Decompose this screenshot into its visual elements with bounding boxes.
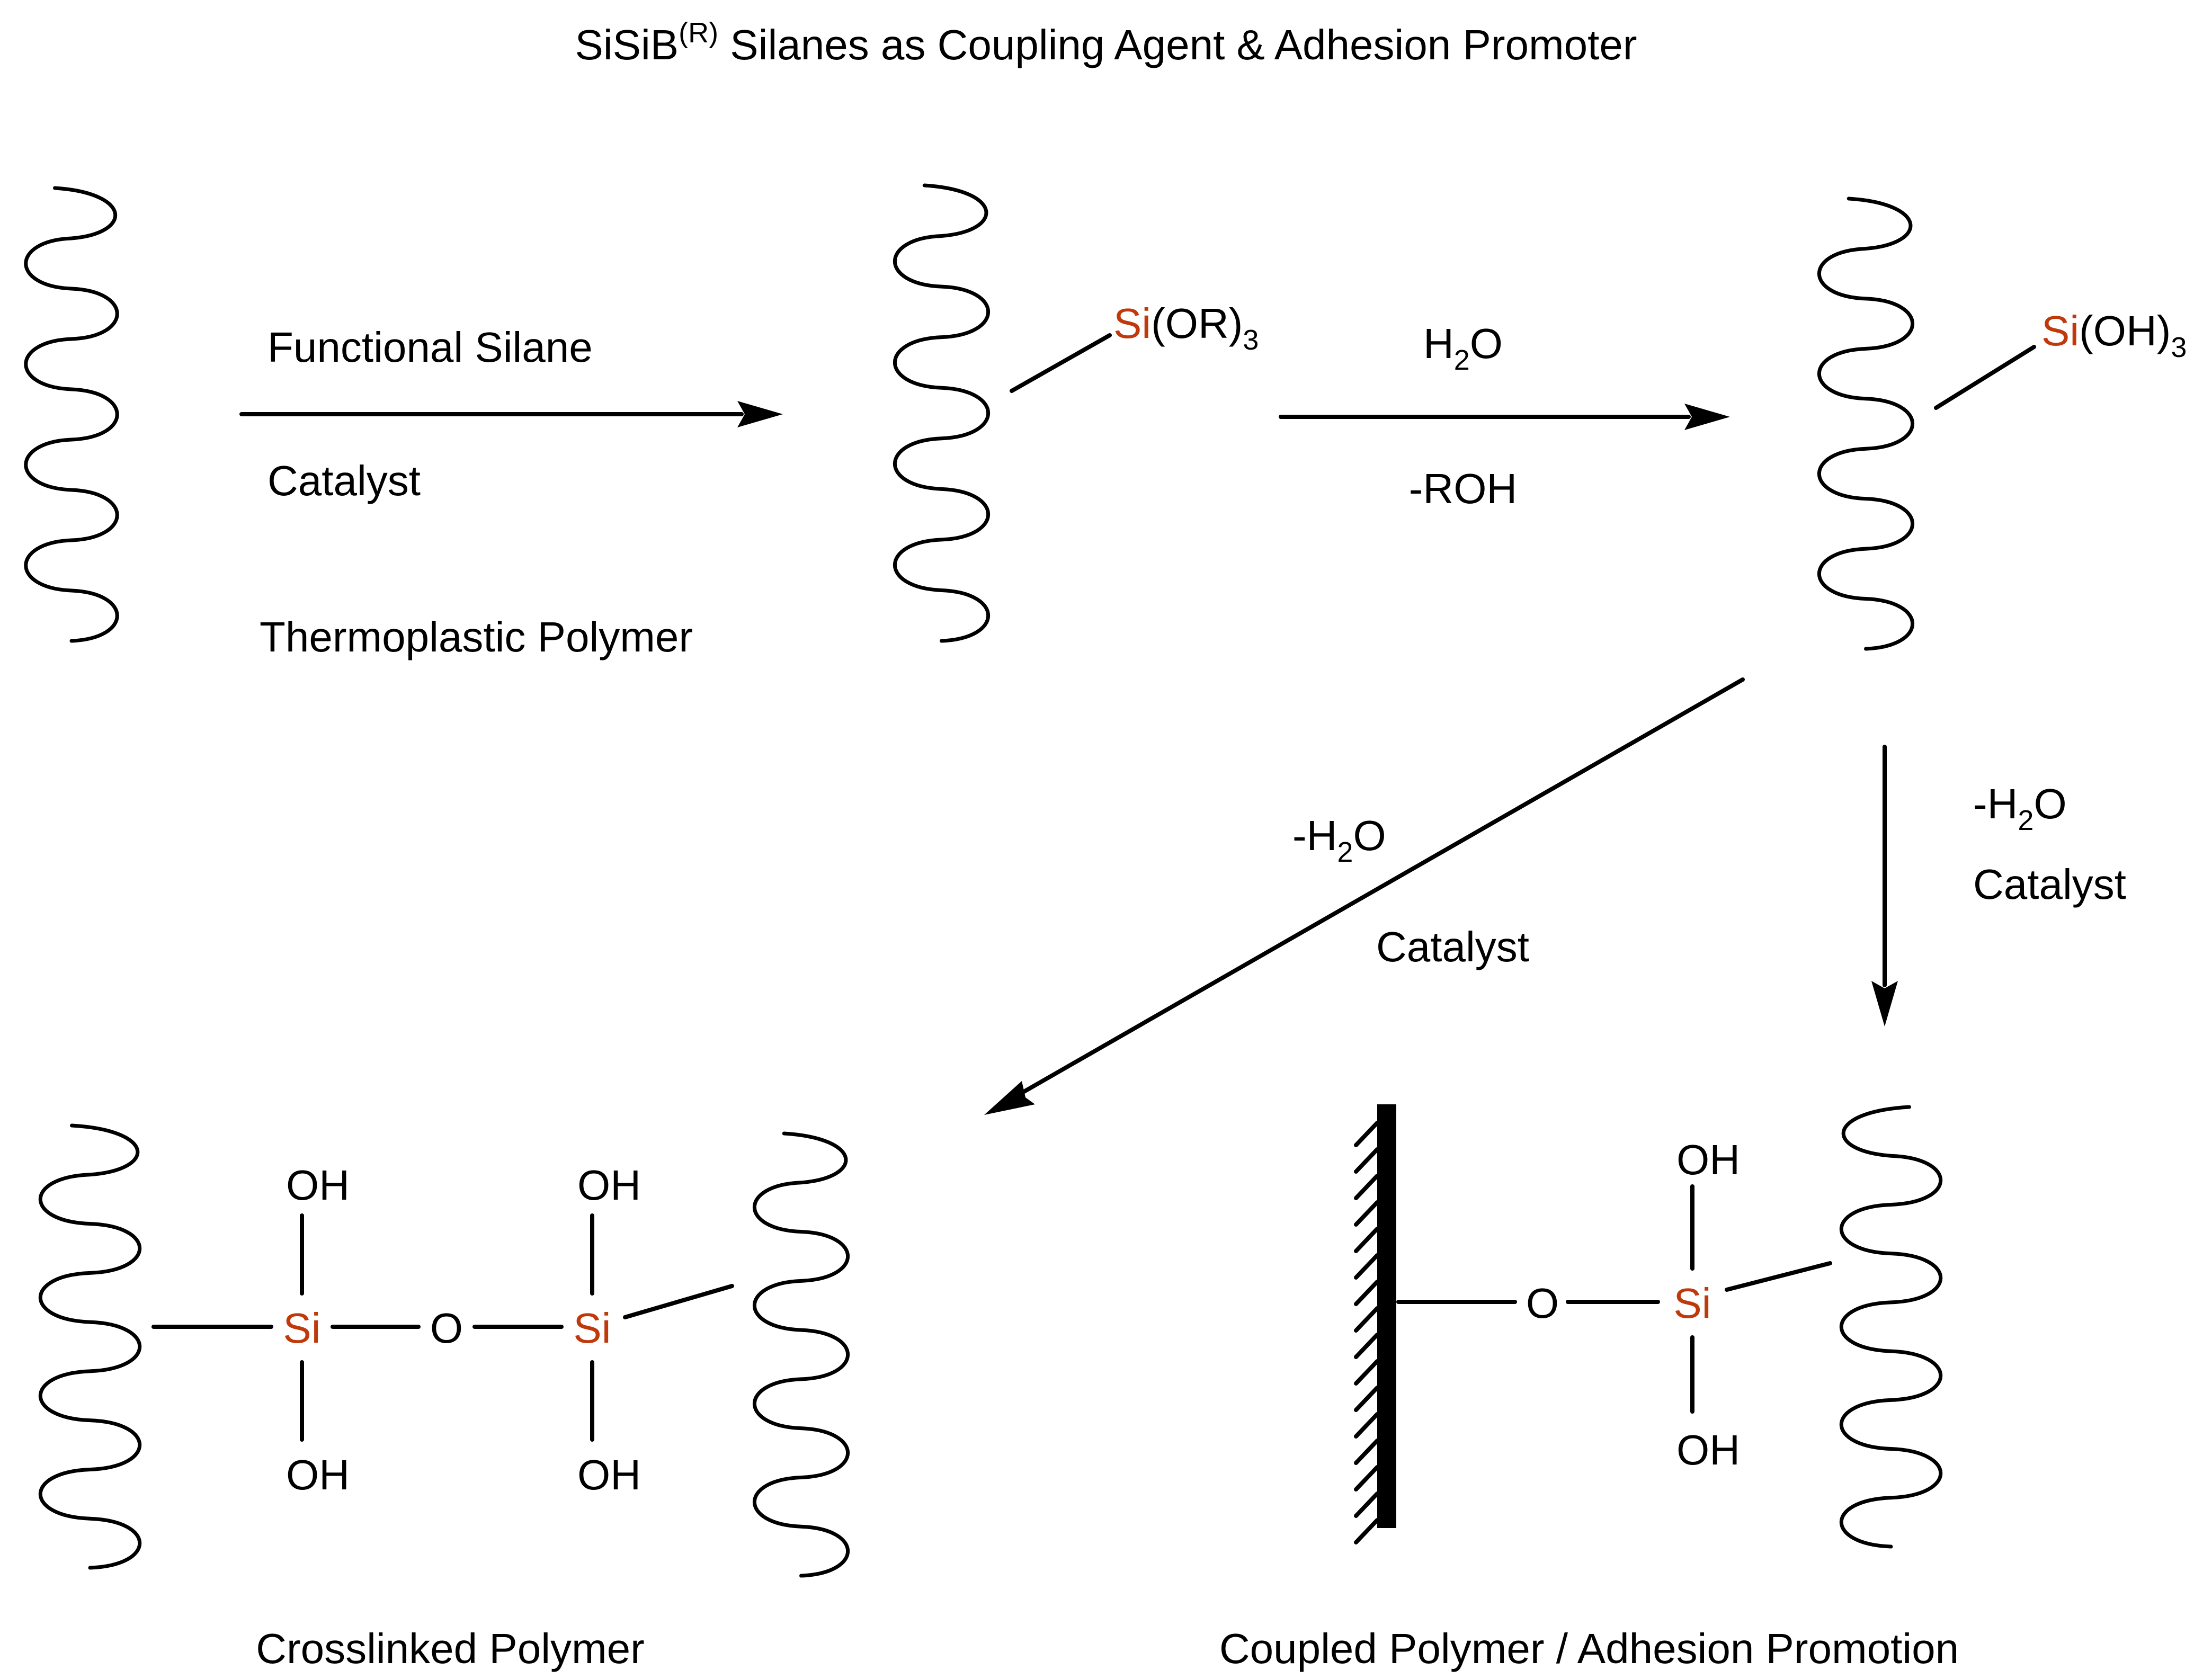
crosslink-si-left: Si (283, 1305, 320, 1352)
intermediate2-subscript: 3 (2171, 332, 2187, 363)
surface-hatch-mark (1354, 1333, 1379, 1359)
intermediate2-si: Si (2041, 307, 2079, 354)
crosslinked-chain-left (39, 1123, 141, 1570)
step3-left-arrow-head (984, 1081, 1035, 1115)
intermediate1-label: Si(OR)3 (1113, 300, 1259, 356)
crosslink-si-right: Si (573, 1305, 611, 1352)
polymer-chain-grafted-alkoxy (893, 183, 991, 643)
intermediate1-group: (OR) (1151, 300, 1243, 347)
coupled-caption: Coupled Polymer / Adhesion Promotion (1219, 1625, 1959, 1672)
surface-hatch-mark (1354, 1147, 1379, 1174)
step1-reagent-label: Functional Silane (267, 324, 593, 371)
step3-left-arrow-shaft (1019, 677, 1745, 1095)
crosslink-bond-right-chain (623, 1284, 734, 1319)
step2-reagent-o: O (1470, 320, 1503, 367)
coupled-polymer-chain (1840, 1105, 1942, 1549)
intermediate1-subscript: 3 (1243, 324, 1259, 356)
crosslink-oh-bottom-right: OH (577, 1451, 641, 1498)
coupled-oh-bottom: OH (1676, 1426, 1740, 1473)
surface-hatch-mark (1354, 1439, 1379, 1465)
surface-hatch-mark (1354, 1174, 1379, 1200)
coupled-si: Si (1673, 1280, 1711, 1327)
surface-hatch-mark (1354, 1253, 1379, 1280)
surface-hatch-mark (1354, 1386, 1379, 1412)
surface-hatch-mark (1354, 1306, 1379, 1333)
step2-reagent-sub: 2 (1454, 344, 1470, 376)
intermediate2-group: (OH) (2079, 307, 2171, 354)
crosslink-oh-top-right: OH (577, 1162, 641, 1209)
title-superscript: (R) (679, 17, 718, 49)
surface-hatching (1354, 1121, 1379, 1544)
surface-hatch-mark (1354, 1359, 1379, 1386)
step3-left-loss-sub: 2 (1337, 836, 1353, 868)
step3-left-loss-prefix: -H (1292, 812, 1337, 859)
crosslink-oh-top-left: OH (286, 1162, 350, 1209)
step3-right-loss-sub: 2 (2018, 805, 2033, 836)
step3-right-arrow-head (1871, 981, 1898, 1026)
intermediate2-label: Si(OH)3 (2041, 307, 2187, 363)
graft-bond-silanol (1934, 345, 2036, 410)
crosslink-oh-bottom-left: OH (286, 1451, 350, 1498)
substrate-caption: Thermoplastic Polymer (260, 613, 693, 660)
step3-left-loss-label: -H2O (1292, 812, 1386, 868)
title-main: SiSiB (575, 21, 679, 68)
surface-hatch-mark (1354, 1518, 1379, 1544)
surface-hatch-mark (1354, 1121, 1379, 1147)
step3-right-loss-label: -H2O (1973, 780, 2067, 836)
crosslinked-chain-right (752, 1131, 850, 1578)
surface-hatch-mark (1354, 1200, 1379, 1227)
crosslinked-caption: Crosslinked Polymer (256, 1625, 645, 1672)
inorganic-surface-wall (1377, 1104, 1396, 1528)
step3-right-condition-label: Catalyst (1973, 861, 2126, 908)
title-rest: Silanes as Coupling Agent & Adhesion Pro… (718, 21, 1637, 68)
polymer-chain-start (24, 186, 119, 643)
graft-bond-alkoxy (1010, 333, 1112, 393)
surface-hatch-mark (1354, 1227, 1379, 1253)
step3-left-loss-suffix: O (1353, 812, 1386, 859)
diagram-title: SiSiB(R) Silanes as Coupling Agent & Adh… (575, 17, 1637, 68)
step3-right-loss-prefix: -H (1973, 780, 2018, 827)
intermediate1-si: Si (1113, 300, 1151, 347)
step3-right-loss-suffix: O (2033, 780, 2066, 827)
coupled-oh-top: OH (1676, 1136, 1740, 1183)
crosslink-oxygen: O (430, 1305, 463, 1352)
surface-hatch-mark (1354, 1492, 1379, 1518)
surface-hatch-mark (1354, 1412, 1379, 1439)
step2-reagent-label: H2O (1423, 320, 1503, 376)
coupled-oxygen: O (1526, 1280, 1559, 1327)
step2-arrow-head (1684, 404, 1730, 430)
step2-byproduct-label: -ROH (1409, 465, 1517, 512)
surface-hatch-mark (1354, 1280, 1379, 1306)
surface-hatch-mark (1354, 1465, 1379, 1492)
step1-arrow-head (737, 401, 783, 427)
coupled-bond-si-chain (1725, 1261, 1832, 1292)
step3-left-condition-label: Catalyst (1376, 923, 1529, 970)
step1-condition-label: Catalyst (267, 457, 421, 504)
step2-reagent-h: H (1423, 320, 1454, 367)
polymer-chain-grafted-silanol (1817, 197, 1915, 651)
